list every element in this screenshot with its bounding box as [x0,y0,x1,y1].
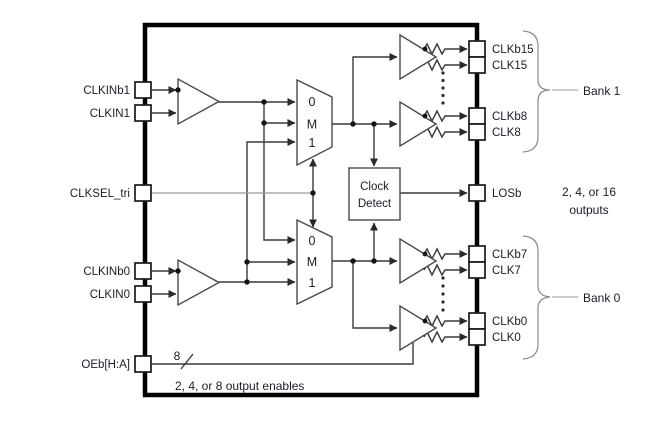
outputs-note-line1: 2, 4, or 16 [562,185,616,199]
right-pin-labels: CLKb15 CLK15 CLKb8 CLK8 LOSb CLKb7 CLK7 … [492,44,534,344]
mux-1: 0 M 1 [296,78,333,167]
bank1-brace [522,30,551,153]
mux-0: 0 M 1 [296,218,333,306]
label-clksel-tri: CLKSEL_tri [70,188,130,200]
pin-oeb [134,355,152,373]
input-buffer-1-icon [177,77,221,126]
pin-clkb8 [468,107,486,125]
bank0-brace [522,235,551,360]
label-clkb7: CLKb7 [492,249,527,261]
mux-0-in1-label: 1 [309,276,316,290]
bus-width-slash [180,353,194,370]
pin-clkinb0 [134,262,152,280]
label-clkb8: CLKb8 [492,111,527,123]
pin-clkin0 [134,285,152,303]
mux-0-in0-label: 0 [309,234,316,248]
left-pins [134,81,152,373]
output-buffer-clk7-icon [399,237,438,285]
mux-1-symbol [296,78,333,167]
wire-mux0-to-buf-clk0 [352,261,398,333]
outputs-note-line2: outputs [569,203,608,217]
bus-width-label: 8 [174,349,181,363]
pin-losb [468,184,486,202]
mux-1-in0-label: 0 [309,95,316,109]
pin-clkin1 [134,104,152,122]
label-clkin0: CLKIN0 [90,289,130,301]
clock-detect-label-2: Detect [358,198,392,210]
clock-detect-block: Clock Detect [348,167,401,221]
label-clkb15: CLKb15 [492,44,534,56]
label-clkin1: CLKIN1 [90,108,130,120]
chip-outline [142,22,480,398]
label-clk7: CLK7 [492,265,521,277]
oe-note: 2, 4, or 8 output enables [175,379,304,393]
pin-clkb7 [468,245,486,263]
output-buffers [399,33,438,352]
label-clk0: CLK0 [492,332,521,344]
output-buffer-clk8-icon [399,100,438,148]
label-oeb: OEb[H:A] [81,359,130,371]
label-clkb0: CLKb0 [492,316,527,328]
resistor-wire-clkb8 [423,109,468,123]
label-clkinb1: CLKINb1 [83,85,130,97]
resistor-wire-clkb0 [423,314,468,328]
clock-detect-box [348,167,401,221]
output-buffer-clk15-icon [399,33,438,81]
pin-clk15 [468,56,486,74]
bank1-ellipsis-dots [441,71,445,105]
pin-clk7 [468,261,486,279]
output-buffer-clk0-icon [399,304,438,352]
mux-1-in1-label: 1 [309,136,316,150]
resistor-wire-clk15 [423,58,468,72]
pin-clkb0 [468,312,486,330]
bank0-ellipsis-dots [441,276,445,312]
left-pin-labels: CLKINb1 CLKIN1 CLKSEL_tri CLKINb0 CLKIN0… [70,85,130,371]
input-buffer-0-icon [177,258,221,307]
label-clkinb0: CLKINb0 [83,266,130,278]
bank0-label: Bank 0 [583,291,621,305]
label-losb: LOSb [492,188,521,200]
mux-1-sel-label: M [307,118,317,132]
bank1-group: Bank 1 [522,30,621,153]
label-clk15: CLK15 [492,60,527,72]
wire-oe-bus [152,342,414,365]
pin-clkb15 [468,40,486,58]
pin-clk8 [468,123,486,141]
mux-0-symbol [296,218,333,306]
bank0-group: Bank 0 [522,235,621,360]
resistor-wire-clk7 [423,263,468,277]
wire-mux1-to-buf-clk15 [352,52,398,124]
pin-clkinb1 [134,81,152,99]
right-pins [468,40,486,346]
resistor-wire-clk0 [423,330,468,344]
junction-dots [175,46,428,324]
resistor-wire-clk8 [423,125,468,139]
pin-clksel-tri [134,184,152,202]
resistor-wire-clkb15 [423,42,468,56]
mux-0-sel-label: M [307,255,317,269]
wires [152,42,468,370]
pin-clk0 [468,328,486,346]
resistor-wire-clkb7 [423,247,468,261]
label-clk8: CLK8 [492,127,521,139]
wire-buf1-to-mux0-in0 [263,102,296,245]
clock-detect-label-1: Clock [360,181,389,193]
wire-buf0-to-mux1-in1 [246,137,296,282]
bank1-label: Bank 1 [583,84,621,98]
